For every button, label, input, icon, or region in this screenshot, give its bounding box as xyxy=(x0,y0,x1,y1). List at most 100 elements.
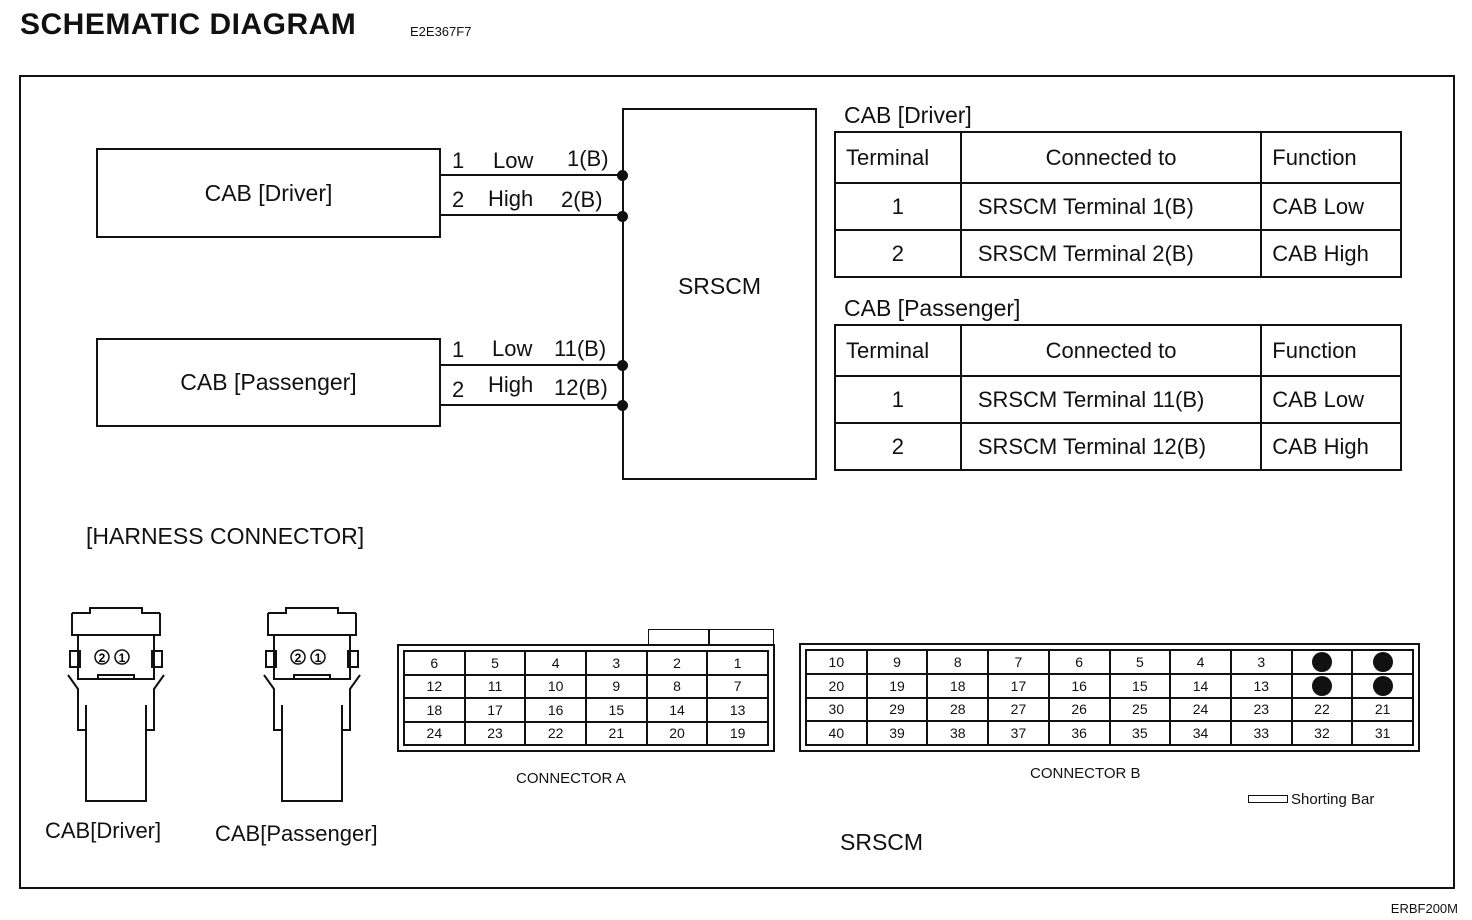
passenger-table-caption: CAB [Passenger] xyxy=(844,295,1021,321)
pin-cell: 14 xyxy=(646,698,708,722)
pin-cell: 6 xyxy=(1048,650,1110,674)
srscm-label: SRSCM xyxy=(677,272,762,299)
pin-cell: 9 xyxy=(586,674,647,698)
srscm-box: SRSCM xyxy=(622,108,817,480)
pin-cell: 5 xyxy=(464,651,526,675)
header-function: Function xyxy=(1260,131,1402,184)
pin-cell: 3 xyxy=(586,651,647,675)
pin-cell: 21 xyxy=(1352,697,1413,722)
driver-low-wire xyxy=(441,174,623,176)
passenger-pin-1-label: 1 xyxy=(315,651,322,665)
shorted-pin-dot xyxy=(1372,675,1393,696)
connector-a-caption: CONNECTOR A xyxy=(516,770,626,787)
pin-cell: 14 xyxy=(1170,673,1231,698)
header-terminal: Terminal xyxy=(834,131,962,184)
pin-cell: 7 xyxy=(988,650,1049,674)
harness-connector-title: [HARNESS CONNECTOR] xyxy=(86,523,365,549)
table-cell: CAB High xyxy=(1260,422,1402,471)
pin-cell: 1 xyxy=(707,651,768,675)
shorted-pin-dot xyxy=(1372,651,1393,672)
passenger-high-name: High xyxy=(488,372,534,397)
table-header-row: Terminal Connected to Function xyxy=(834,131,1402,184)
pin-cell: 18 xyxy=(404,698,465,722)
cab-driver-label: CAB [Driver] xyxy=(204,179,333,206)
pin-cell: 10 xyxy=(525,674,586,698)
pin-cell: 33 xyxy=(1230,721,1292,745)
pin-cell: 15 xyxy=(1109,673,1171,698)
header-connected-to: Connected to xyxy=(959,131,1263,184)
driver-table-caption: CAB [Driver] xyxy=(844,102,972,128)
pin-cell: 26 xyxy=(1048,697,1110,722)
table-cell: 2 xyxy=(834,422,962,471)
pin-cell: 30 xyxy=(806,697,867,722)
srscm-connector-label: SRSCM xyxy=(840,829,924,855)
table-cell: 1 xyxy=(834,182,962,231)
pin-cell: 20 xyxy=(646,721,708,745)
pin-cell: 31 xyxy=(1352,721,1413,745)
passenger-pin-2-contact xyxy=(290,649,306,665)
header-terminal: Terminal xyxy=(834,324,962,377)
pin-cell: 2 xyxy=(646,651,708,675)
cab-driver-connector-label: CAB[Driver] xyxy=(45,818,162,843)
pin-cell: 19 xyxy=(866,673,928,698)
pin-cell: 27 xyxy=(988,697,1049,722)
connector-b-caption: CONNECTOR B xyxy=(1030,765,1141,782)
passenger-low-name: Low xyxy=(492,336,533,361)
table-cell: CAB High xyxy=(1260,229,1402,278)
shorted-pin-dot xyxy=(1311,651,1332,672)
pin-cell: 8 xyxy=(927,650,989,674)
pin-cell: 16 xyxy=(1048,673,1110,698)
pin-cell: 6 xyxy=(404,651,465,675)
shorted-pin-cell xyxy=(1291,673,1353,698)
pin-cell: 24 xyxy=(404,721,465,745)
figure-code: ERBF200M xyxy=(1390,901,1458,916)
pin-cell: 10 xyxy=(806,650,867,674)
cab-driver-connector-drawing: 2 1 xyxy=(67,607,165,802)
pin-cell: 22 xyxy=(1291,697,1353,722)
pin-cell: 18 xyxy=(927,673,989,698)
table-row: 2 SRSCM Terminal 2(B) CAB High xyxy=(834,229,1402,278)
document-code: E2E367F7 xyxy=(410,24,472,39)
pin-cell: 7 xyxy=(707,674,768,698)
driver-pin-2: 2 xyxy=(452,187,465,212)
passenger-low-terminal: 11(B) xyxy=(554,336,607,361)
driver-pin-1-contact xyxy=(114,649,130,665)
driver-low-terminal: 1(B) xyxy=(567,146,609,171)
driver-high-junction xyxy=(617,211,628,222)
passenger-terminal-table: Terminal Connected to Function 1 SRSCM T… xyxy=(834,324,1402,471)
shorting-bar-legend-label: Shorting Bar xyxy=(1291,791,1375,808)
pin-cell: 32 xyxy=(1291,721,1353,745)
passenger-pin-2-label: 2 xyxy=(295,651,302,665)
driver-high-wire xyxy=(441,214,623,216)
cab-passenger-label: CAB [Passenger] xyxy=(180,369,357,395)
pin-cell: 15 xyxy=(586,698,647,722)
passenger-high-junction xyxy=(617,400,628,411)
table-cell: 2 xyxy=(834,229,962,278)
pin-cell: 23 xyxy=(464,721,526,745)
pin-cell: 19 xyxy=(707,721,768,745)
shorted-pin-dot xyxy=(1311,675,1332,696)
passenger-high-wire xyxy=(441,404,623,406)
driver-low-name: Low xyxy=(493,148,534,173)
cab-passenger-connector-label: CAB[Passenger] xyxy=(215,821,378,846)
header-function: Function xyxy=(1260,324,1402,377)
pin-cell: 29 xyxy=(866,697,928,722)
pin-cell: 9 xyxy=(866,650,928,674)
pin-cell: 4 xyxy=(525,651,586,675)
table-cell: SRSCM Terminal 1(B) xyxy=(959,182,1263,231)
driver-pin-2-label: 2 xyxy=(99,651,106,665)
cab-passenger-connector-drawing: 2 1 xyxy=(263,607,361,802)
pin-cell: 12 xyxy=(404,674,465,698)
pin-cell: 25 xyxy=(1109,697,1171,722)
pin-cell: 22 xyxy=(525,721,586,745)
page-title: SCHEMATIC DIAGRAM xyxy=(20,8,357,41)
pin-cell: 34 xyxy=(1170,721,1231,745)
driver-high-name: High xyxy=(488,186,534,211)
shorted-pin-cell xyxy=(1352,673,1413,698)
table-cell: SRSCM Terminal 12(B) xyxy=(959,422,1263,471)
diagram-frame xyxy=(19,75,1455,889)
table-row: 2 SRSCM Terminal 12(B) CAB High xyxy=(834,422,1402,471)
